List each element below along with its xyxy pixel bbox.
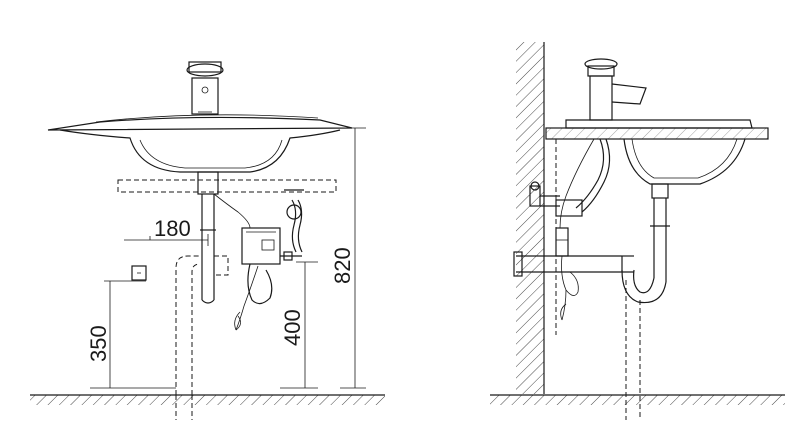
side-countertop (545, 127, 769, 140)
side-floor-pipe (625, 280, 641, 420)
side-floor (490, 394, 785, 405)
side-basin (565, 119, 753, 185)
dim-400: 400 (280, 261, 318, 389)
front-basin (47, 114, 353, 173)
front-view: 180 350 400 820 (30, 61, 385, 420)
side-view (490, 42, 785, 420)
front-sensor-cable (213, 193, 273, 331)
dim-820: 820 (330, 127, 366, 389)
front-control-unit-icon (241, 227, 302, 265)
front-mounting-bar (117, 179, 337, 193)
front-waste-pipe (175, 255, 229, 395)
side-sensor-cable (560, 255, 579, 321)
side-faucet-icon (584, 58, 647, 121)
side-waste-pipe (513, 251, 634, 277)
front-faucet-icon (186, 61, 224, 115)
dim-180: 180 (124, 216, 209, 246)
dim-400-label: 400 (280, 309, 305, 346)
front-supply-hose (284, 189, 304, 253)
side-supply-hose (559, 138, 611, 229)
front-floor-pipe (175, 395, 193, 420)
dim-350-label: 350 (86, 325, 111, 362)
side-control-unit-icon (555, 227, 569, 257)
side-wall (516, 42, 545, 394)
front-drain-pipe (197, 171, 219, 304)
dim-180-label: 180 (154, 216, 191, 241)
front-floor (30, 394, 385, 405)
dim-350: 350 (86, 280, 176, 389)
side-trap (621, 183, 670, 304)
front-socket-box-icon (131, 265, 147, 281)
dim-820-label: 820 (330, 247, 355, 284)
